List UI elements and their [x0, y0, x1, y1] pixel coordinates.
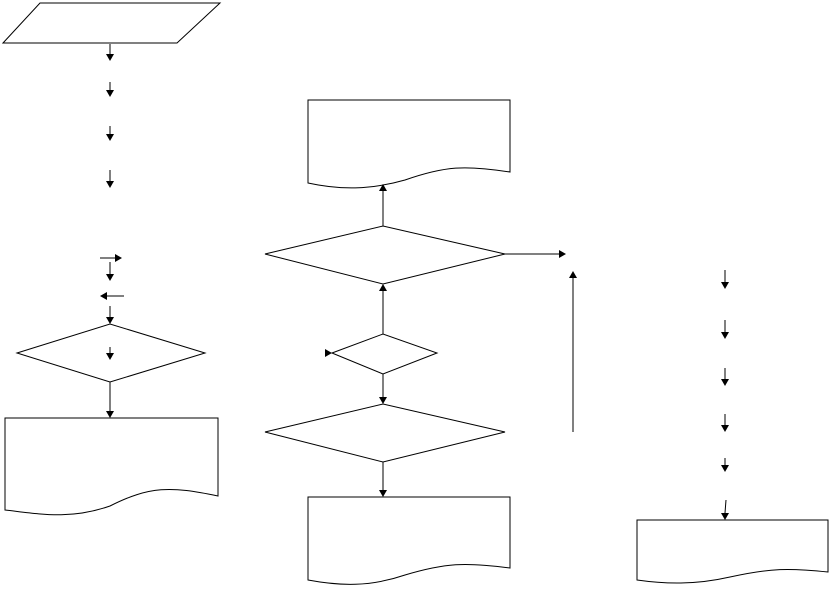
middle-arrow-return-up [569, 271, 577, 432]
left-arrow-8 [106, 306, 114, 324]
input-parallelogram [1, 2, 222, 44]
right-arrow-6 [721, 499, 729, 520]
middle-bottom-document [307, 496, 511, 585]
middle-small-decision [330, 333, 439, 375]
middle-upper-decision [264, 225, 506, 285]
middle-top-document [307, 99, 511, 189]
right-arrow-4 [721, 414, 729, 432]
right-arrow-3 [721, 368, 729, 386]
left-arrow-9 [106, 347, 114, 360]
right-arrow-2 [721, 320, 729, 339]
left-arrow-1 [106, 44, 114, 61]
middle-arrow-to-bottom-document [379, 462, 387, 497]
left-arrow-4 [106, 170, 114, 188]
left-arrow-6 [106, 262, 114, 281]
middle-arrow-right-exit [505, 250, 566, 258]
middle-lower-decision [264, 403, 506, 463]
left-arrow-right-5 [100, 254, 122, 262]
middle-arrow-to-top-document [379, 184, 387, 226]
middle-arrow-to-lower-decision [379, 374, 387, 404]
left-document [4, 417, 219, 516]
left-arrow-10 [106, 382, 114, 418]
right-arrow-5 [721, 458, 729, 472]
left-arrow-2 [106, 82, 114, 97]
middle-arrow-to-upper-decision [379, 284, 387, 334]
middle-arrow-into-small-decision [325, 349, 332, 357]
right-arrow-1 [721, 270, 729, 289]
right-document [636, 519, 829, 584]
left-arrow-3 [106, 126, 114, 141]
left-arrow-left-7 [100, 292, 124, 300]
